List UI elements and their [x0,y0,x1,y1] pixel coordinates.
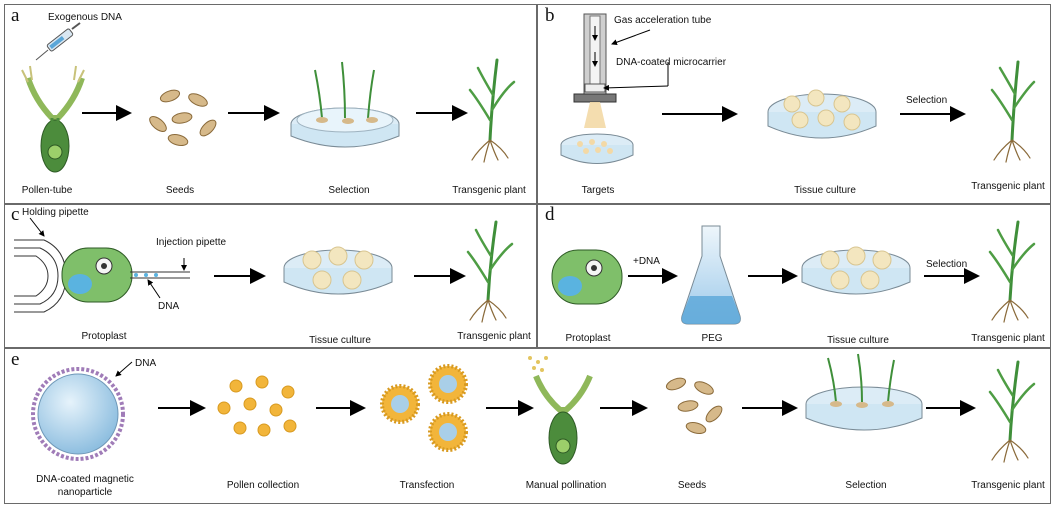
label-dna-coated-microcarrier: DNA-coated microcarrier [616,57,727,68]
plant-icon [988,220,1036,323]
panel-letter-d: d [545,204,555,225]
label-injection-pipette: Injection pipette [156,237,227,248]
label-dna: DNA [135,358,157,369]
target-dish-icon [560,133,634,164]
label-holding-pipette: Holding pipette [22,207,89,218]
label-tissue-culture: Tissue culture [827,335,889,346]
panel-a [4,4,537,204]
panel-letter-c: c [11,204,20,225]
pistil-icon [21,65,85,173]
label-tissue-culture: Tissue culture [309,335,371,346]
protoplast-cell-icon [61,247,133,303]
transfected-pollen-icon [380,364,468,452]
label-transgenic-plant: Transgenic plant [971,480,1045,491]
callus-dish-icon [801,246,911,295]
label-nanoparticle-line2: nanoparticle [57,487,113,498]
label-transgenic-plant: Transgenic plant [971,181,1045,192]
label-seeds: Seeds [165,185,195,196]
label-transgenic-plant: Transgenic plant [452,185,526,196]
plant-icon [988,360,1036,463]
label-protoplast: Protoplast [81,331,127,342]
label-selection: Selection [328,185,370,196]
seeds-icon [665,377,723,434]
petri-dish-icon [290,61,400,148]
nanoparticle-icon [31,367,125,461]
pistil-icon [528,356,593,465]
label-pollen-collection: Pollen collection [226,480,300,491]
petri-dish-icon [805,353,923,431]
panel-letter-e: e [11,349,20,370]
label-plus-dna: +DNA [633,256,660,267]
label-selection: Selection [845,480,887,491]
label-exogenous-dna: Exogenous DNA [48,12,122,23]
holding-pipette-icon [14,239,67,313]
label-manual-pollination: Manual pollination [525,480,607,491]
gene-gun-icon [573,13,617,128]
label-tissue-culture: Tissue culture [794,185,856,196]
label-pollen-tube: Pollen-tube [21,185,73,196]
label-nanoparticle-line1: DNA-coated magnetic [36,474,134,485]
label-transgenic-plant: Transgenic plant [457,331,531,342]
seeds-icon [149,89,217,146]
callus-dish-icon [283,246,393,295]
syringe-icon [35,22,81,61]
plant-icon [468,58,516,163]
label-selection: Selection [926,259,968,270]
pollen-grains-icon [217,375,297,437]
label-protoplast: Protoplast [565,333,611,344]
panel-letter-b: b [545,5,555,26]
label-peg: PEG [701,333,723,344]
label-selection: Selection [906,95,948,106]
panel-letter-a: a [11,5,20,26]
plant-icon [990,60,1036,163]
plant-icon [466,220,514,323]
callus-dish-icon [767,89,877,139]
label-seeds: Seeds [677,480,707,491]
label-transfection: Transfection [399,480,455,491]
label-targets: Targets [581,185,615,196]
label-dna: DNA [158,301,180,312]
label-transgenic-plant: Transgenic plant [971,333,1045,344]
label-gas-acceleration-tube: Gas acceleration tube [614,15,712,26]
protoplast-cell-icon [551,249,623,305]
flask-icon [681,225,741,325]
